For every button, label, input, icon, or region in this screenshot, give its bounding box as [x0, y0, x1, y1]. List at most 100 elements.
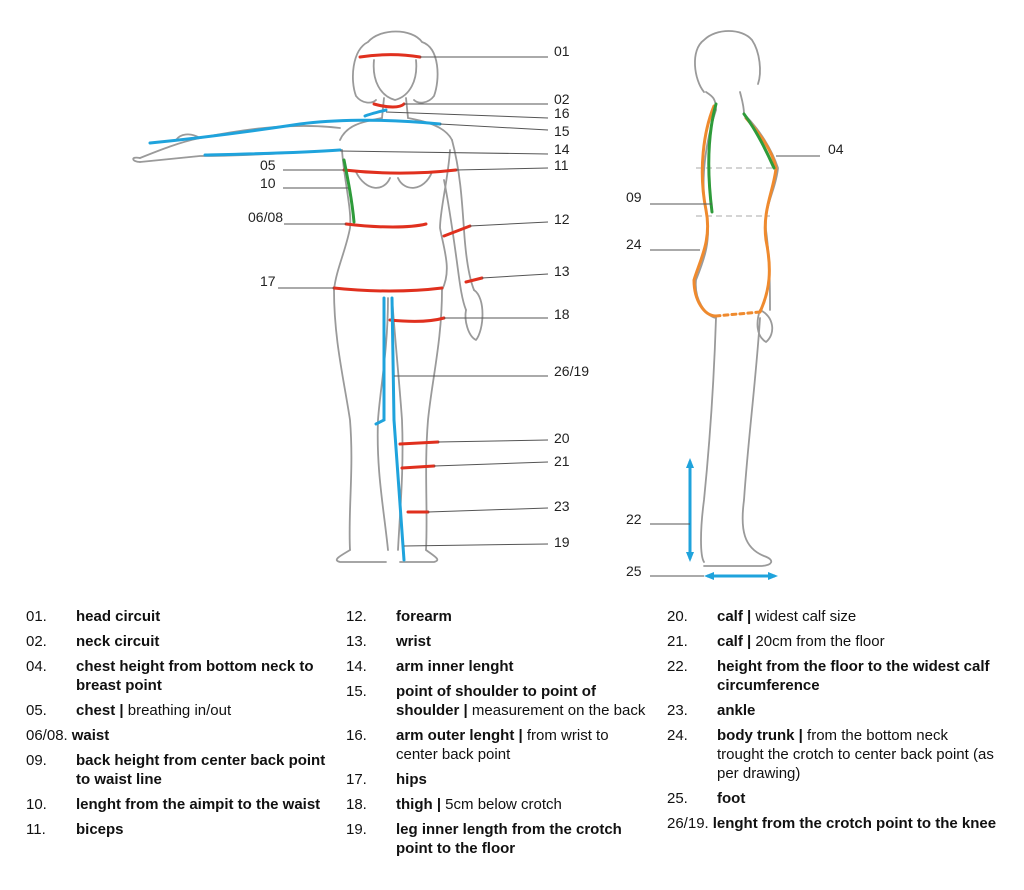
legend-item-text: lenght from the aimpit to the waist	[76, 795, 320, 814]
legend-item: 20. calf | widest calf size	[667, 607, 997, 626]
callout-22: 22	[626, 511, 642, 527]
legend-item: 16.arm outer lenght | from wrist to cent…	[346, 726, 646, 764]
callout-11: 11	[554, 157, 569, 173]
legend-item-number: 24.	[667, 727, 688, 744]
callout-13: 13	[554, 263, 570, 279]
legend-item-title: head circuit	[76, 608, 161, 625]
legend-item-number: 23.	[667, 702, 688, 719]
legend-item-description: breathing in/out	[123, 702, 232, 719]
legend-item-number: 22.	[667, 658, 688, 675]
legend-item-number: 05.	[26, 702, 47, 719]
legend-item-title: arm outer lenght |	[396, 727, 523, 744]
legend-item-title: neck circuit	[76, 633, 160, 650]
measurement-legend: 01.head circuit 02. neck circuit 04. chest h…	[0, 607, 1024, 890]
legend-item-description: from the bottom neck trought the crotch …	[717, 727, 994, 782]
callout-26-19: 26/19	[554, 363, 589, 379]
legend-item-text: arm outer lenght | from wrist to center …	[396, 726, 646, 764]
legend-item: 13. wrist	[346, 632, 646, 651]
legend-item-text: forearm	[396, 607, 452, 626]
legend-item-text: calf | 20cm from the floor	[717, 632, 885, 651]
legend-item-title: lenght from the crotch point to the knee	[712, 815, 997, 832]
legend-item: 26/19.lenght from the crotch point to th…	[667, 814, 997, 833]
legend-item: 05. chest | breathing in/out	[26, 701, 336, 720]
legend-item-number: 19.	[346, 821, 367, 838]
callout-17: 17	[260, 273, 276, 289]
legend-item-description: from wrist to center back point	[396, 727, 609, 763]
legend-item: 22. height from the floor to the widest c…	[667, 657, 997, 695]
callout-14: 14	[554, 141, 570, 157]
legend-item: 02. neck circuit	[26, 632, 336, 651]
legend-item-text: height from the floor to the widest calf…	[717, 657, 997, 695]
legend-item-number: 04.	[26, 658, 47, 675]
legend-item: 14. arm inner lenght	[346, 657, 646, 676]
callout-12: 12	[554, 211, 570, 227]
legend-item-text: lenght from the crotch point to the knee	[713, 814, 996, 833]
callout-18: 18	[554, 306, 570, 322]
callout-10: 10	[260, 175, 276, 191]
legend-item: 15. point of shoulder to point of shoulde…	[346, 682, 646, 720]
legend-column-2: 12. forearm 13. wrist 14. arm inner lenght 15.…	[346, 607, 646, 864]
legend-item-number: 20.	[667, 608, 688, 625]
legend-item-text: ankle	[717, 701, 755, 720]
legend-item-title: thigh |	[396, 796, 442, 813]
legend-item-text: calf | widest calf size	[717, 607, 856, 626]
legend-item-title: chest height from bottom neck to breast …	[76, 658, 314, 694]
legend-item-title: hips	[396, 771, 427, 788]
front-leaders	[278, 56, 549, 547]
legend-item-number: 26/19.	[667, 815, 709, 832]
legend-item-title: chest |	[76, 702, 124, 719]
legend-item-title: calf |	[717, 633, 752, 650]
legend-item-text: thigh | 5cm below crotch	[396, 795, 562, 814]
legend-item: 01.head circuit	[26, 607, 336, 626]
legend-item-number: 17.	[346, 771, 367, 788]
legend-item-title: lenght from the aimpit to the waist	[76, 796, 321, 813]
legend-item-text: back height from center back point to wa…	[76, 751, 336, 789]
legend-item: 06/08.waist	[26, 726, 336, 745]
legend-item-number: 09.	[26, 752, 47, 769]
legend-item-number: 18.	[346, 796, 367, 813]
legend-item-number: 06/08.	[26, 727, 68, 744]
side-leaders	[650, 155, 820, 577]
legend-item-text: foot	[717, 789, 745, 808]
legend-item-title: forearm	[396, 608, 452, 625]
legend-item-title: body trunk |	[717, 727, 803, 744]
legend-item-text: chest | breathing in/out	[76, 701, 231, 720]
legend-item-text: waist	[72, 726, 110, 745]
callout-19: 19	[554, 534, 570, 550]
callout-16: 16	[554, 105, 570, 121]
legend-item-number: 13.	[346, 633, 367, 650]
legend-item-title: waist	[71, 727, 110, 744]
callout-09: 09	[626, 189, 642, 205]
front-figure	[132, 30, 484, 563]
legend-item-title: arm inner lenght	[396, 658, 514, 675]
callout-labels: 01 02 16 15 14 05 11 10 06/08 12 17 13 1…	[248, 43, 844, 579]
callout-24: 24	[626, 236, 642, 252]
callout-20: 20	[554, 430, 570, 446]
legend-item-title: height from the floor to the widest calf…	[717, 658, 990, 694]
legend-item-text: arm inner lenght	[396, 657, 514, 676]
legend-item-number: 15.	[346, 683, 367, 700]
callout-01: 01	[554, 43, 570, 59]
legend-item-number: 25.	[667, 790, 688, 807]
legend-item-number: 11.	[26, 821, 46, 838]
legend-item-text: wrist	[396, 632, 431, 651]
legend-item: 25. foot	[667, 789, 997, 808]
legend-item-text: chest height from bottom neck to breast …	[76, 657, 336, 695]
legend-item-text: point of shoulder to point of shoulder |…	[396, 682, 646, 720]
callout-05: 05	[260, 157, 276, 173]
legend-item-title: foot	[717, 790, 746, 807]
callout-06-08: 06/08	[248, 209, 283, 225]
legend-item: 11.biceps	[26, 820, 336, 839]
legend-item-text: head circuit	[76, 607, 160, 626]
legend-item: 12. forearm	[346, 607, 646, 626]
legend-item: 24. body trunk | from the bottom neck tro…	[667, 726, 997, 783]
legend-item-title: calf |	[717, 608, 752, 625]
legend-item-number: 02.	[26, 633, 47, 650]
callout-25: 25	[626, 563, 642, 579]
legend-item: 09. back height from center back point to…	[26, 751, 336, 789]
legend-item: 04. chest height from bottom neck to brea…	[26, 657, 336, 695]
legend-item-text: leg inner length from the crotch point t…	[396, 820, 646, 858]
legend-item-number: 12.	[346, 608, 367, 625]
legend-item-number: 14.	[346, 658, 367, 675]
